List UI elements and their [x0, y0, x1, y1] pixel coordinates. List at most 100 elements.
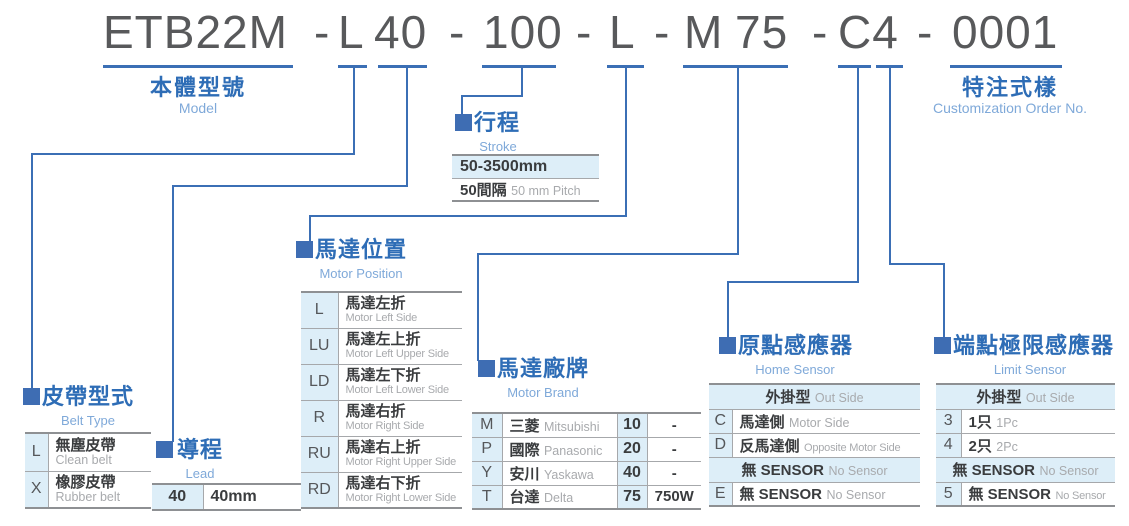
- subheader-en: No Sensor: [1039, 464, 1099, 478]
- connector-line: [625, 68, 627, 216]
- section-bullet-icon: [296, 241, 313, 258]
- brand-zh: 國際: [509, 441, 540, 459]
- brand-zh: 台達: [509, 489, 540, 507]
- option-zh: 馬達左折: [345, 295, 406, 313]
- home-sensor-heading-en: Home Sensor: [755, 362, 835, 377]
- table-row: C 馬達側 Motor Side: [709, 408, 921, 433]
- table-row: 4 2只 2Pc: [936, 432, 1116, 457]
- option-en: Motor Left Side: [345, 312, 418, 325]
- option-en: Rubber belt: [55, 490, 121, 505]
- table-row: 50-3500mm: [452, 155, 599, 178]
- option-code: E: [709, 481, 733, 506]
- option-code: 4: [936, 432, 962, 457]
- underline-belt: [338, 65, 367, 68]
- table-row: E 無 SENSOR No Sensor: [709, 481, 921, 506]
- option-en: Motor Right Lower Side: [345, 491, 457, 504]
- table-row: 40 40mm: [152, 484, 301, 510]
- lead-table: 40 40mm: [152, 483, 301, 511]
- stroke-heading-en: Stroke: [479, 139, 517, 154]
- subheader-en: No Sensor: [828, 464, 888, 478]
- option-code: L: [25, 433, 49, 471]
- code-part-lead: 40: [374, 6, 428, 58]
- section-bullet-icon: [156, 441, 173, 458]
- lead-heading-zh: 導程: [177, 437, 224, 462]
- belt-type-heading-en: Belt Type: [61, 413, 115, 428]
- option-zh: 馬達右折: [345, 403, 406, 420]
- table-row: P 國際 Panasonic 20 -: [472, 436, 701, 461]
- option-zh: 橡膠皮帶: [55, 474, 116, 492]
- table-row: 外掛型 Out Side: [709, 384, 921, 409]
- table-row: 50間隔 50 mm Pitch: [452, 177, 599, 201]
- underline-motor-brand: [683, 65, 788, 68]
- code-separator: -: [654, 6, 671, 58]
- option-code: RU: [301, 435, 339, 472]
- option-en: Clean belt: [55, 453, 112, 468]
- motor-position-heading-zh: 馬達位置: [315, 237, 408, 262]
- connector-line: [727, 281, 859, 283]
- option-zh: 無 SENSOR: [739, 486, 823, 504]
- option-zh: 馬達右上折: [345, 439, 421, 456]
- power-code: 20: [616, 436, 648, 461]
- power-code: 40: [616, 460, 648, 485]
- option-en: Motor Right Upper Side: [345, 456, 457, 468]
- section-bullet-icon: [934, 337, 951, 354]
- connector-line: [477, 253, 739, 255]
- model-label-en: Model: [178, 100, 218, 116]
- underline-custom-no: [950, 65, 1062, 68]
- brand-en: Yaskawa: [543, 467, 594, 482]
- code-part-model: ETB22M: [103, 6, 288, 58]
- table-row: 3 1只 1Pc: [936, 408, 1116, 433]
- code-part-custom-no: 0001: [952, 6, 1059, 58]
- option-zh: 馬達側: [739, 413, 785, 431]
- power-watt: -: [647, 460, 701, 485]
- stroke-table: 50-3500mm 50間隔 50 mm Pitch: [452, 154, 599, 202]
- connector-line: [406, 68, 408, 186]
- section-bullet-icon: [478, 360, 495, 377]
- table-row: Y 安川 Yaskawa 40 -: [472, 460, 701, 485]
- subheader-zh: 無 SENSOR: [952, 462, 1035, 479]
- option-code: D: [709, 432, 733, 457]
- underline-lead: [378, 65, 427, 68]
- underline-motor-position: [607, 65, 644, 68]
- power-code: 10: [616, 413, 648, 437]
- option-en: Motor Side: [788, 415, 850, 430]
- code-part-stroke: 100: [483, 6, 563, 58]
- brand-zh: 安川: [509, 465, 540, 483]
- option-en: Motor Left Lower Side: [345, 384, 450, 396]
- option-code: C: [709, 408, 733, 433]
- option-code: LD: [301, 363, 339, 400]
- connector-line: [521, 68, 523, 96]
- code-part-motor-brand: M: [684, 6, 724, 58]
- subheader-en: Out Side: [1025, 391, 1075, 406]
- code-part-motor-power: 75: [735, 6, 789, 58]
- table-row: D 反馬達側 Opposite Motor Side: [709, 432, 921, 457]
- limit-sensor-table: 外掛型 Out Side 3 1只 1Pc 4 2只 2Pc 無 SENSOR …: [936, 383, 1116, 507]
- lead-heading-en: Lead: [185, 466, 215, 481]
- connector-line: [461, 95, 463, 115]
- option-en: 2Pc: [996, 439, 1018, 454]
- option-en: 1Pc: [996, 415, 1018, 430]
- option-code: X: [25, 470, 49, 508]
- table-row: 無 SENSOR No Sensor: [936, 456, 1116, 482]
- code-separator: -: [449, 6, 466, 58]
- option-en: Motor Left Upper Side: [345, 348, 450, 360]
- motor-brand-heading-zh: 馬達廠牌: [497, 356, 590, 381]
- section-bullet-icon: [23, 388, 40, 405]
- belt-type-heading-zh: 皮帶型式: [42, 384, 135, 409]
- connector-line: [889, 263, 945, 265]
- table-row: M 三菱 Mitsubishi 10 -: [472, 413, 701, 437]
- connector-line: [172, 185, 174, 442]
- option-zh: 馬達左上折: [345, 331, 421, 348]
- stroke-pitch-zh: 50間隔: [460, 181, 507, 199]
- connector-line: [309, 215, 311, 242]
- option-zh: 無 SENSOR: [968, 486, 1052, 504]
- stroke-pitch-en: 50 mm Pitch: [511, 183, 581, 198]
- connector-line: [353, 68, 355, 154]
- subheader-en: Out Side: [814, 391, 864, 406]
